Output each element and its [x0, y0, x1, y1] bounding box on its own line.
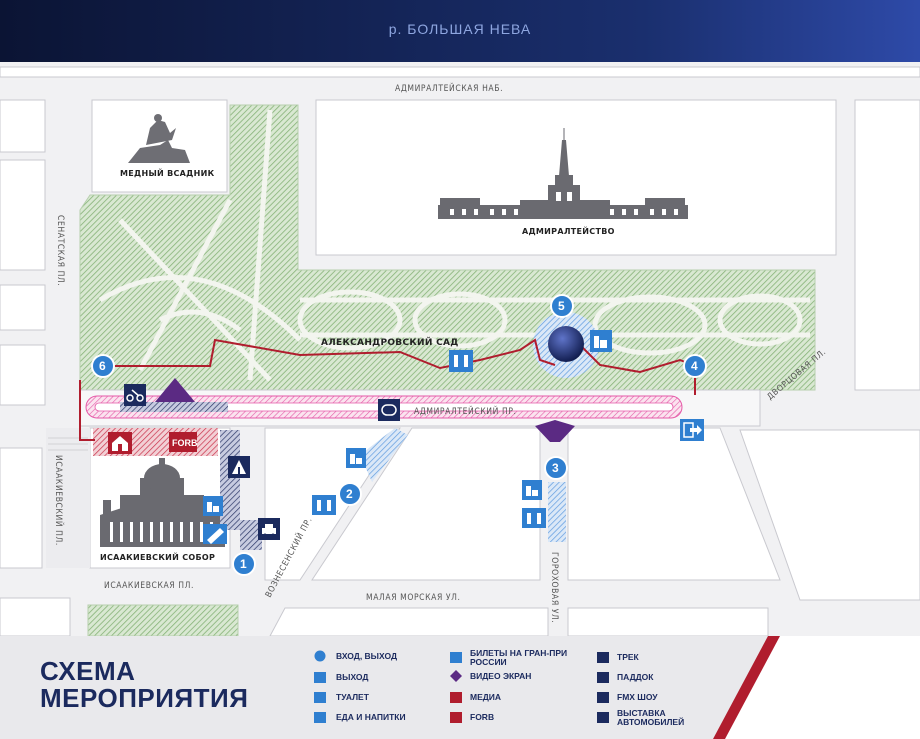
entry-point-6[interactable]: 6 [91, 354, 115, 378]
video-screen-icon [155, 378, 575, 442]
food-icon[interactable] [590, 330, 612, 352]
legend-item-track: ТРЕК [617, 652, 639, 662]
label-admiralty: АДМИРАЛТЕЙСТВО [522, 225, 615, 236]
legend-item-food: ЕДА И НАПИТКИ [336, 712, 406, 722]
block-w1 [0, 99, 46, 153]
svg-text:6: 6 [99, 359, 106, 373]
tickets-icon[interactable] [203, 524, 227, 544]
svg-text:4: 4 [691, 359, 698, 373]
legend-item-paddock: ПАДДОК [617, 672, 654, 682]
entry-point-1[interactable]: 1 [232, 552, 256, 576]
zone-voznesensky [360, 428, 408, 482]
block-w3 [0, 284, 46, 331]
legend-item-forb: FORB [470, 712, 495, 722]
label-senate-sq: СЕНАТСКАЯ ПЛ. [55, 215, 65, 286]
svg-text:FORB: FORB [172, 438, 198, 448]
label-alexander-garden: АЛЕКСАНДРОВСКИЙ САД [321, 336, 459, 348]
exit-icon[interactable] [680, 419, 704, 441]
garden-south [87, 604, 239, 637]
entry-point-3[interactable]: 3 [544, 456, 568, 480]
track-icon[interactable] [378, 399, 400, 421]
block-w4 [0, 344, 46, 406]
bronze-horseman-icon [128, 114, 190, 163]
forb-badge[interactable]: FORB [169, 432, 198, 452]
label-admiralty-emb: АДМИРАЛТЕЙСКАЯ НАБ. [395, 82, 503, 94]
label-isaac-cathedral: ИСААКИЕВСКИЙ СОБОР [100, 551, 215, 562]
entry-point-5[interactable]: 5 [550, 294, 574, 318]
admiralty-block [315, 99, 837, 256]
legend-item-entry-exit: ВХОД, ВЫХОД [336, 651, 398, 661]
block-e2 [739, 429, 920, 601]
block-w5 [0, 447, 43, 569]
food-icon[interactable] [203, 496, 223, 516]
toilet-icon[interactable] [522, 508, 546, 528]
legend-item-car-exhibition: ВЫСТАВКА АВТОМОБИЛЕЙ [617, 708, 685, 727]
block-embankment [0, 66, 920, 78]
legend-title: СХЕМА МЕРОПРИЯТИЯ [40, 656, 249, 713]
paddock-icon[interactable] [228, 456, 250, 478]
svg-text:3: 3 [552, 461, 559, 475]
entry-point-4[interactable]: 4 [683, 354, 707, 378]
legend-item-exit: ВЫХОД [336, 672, 369, 682]
media-icon[interactable] [108, 432, 132, 454]
label-malaya-morskaya: МАЛАЯ МОРСКАЯ УЛ. [366, 593, 461, 603]
block-w2 [0, 159, 46, 271]
isaac-crosswalk [46, 428, 90, 568]
legend-icons [314, 650, 609, 723]
river-label: р. БОЛЬШАЯ НЕВА [388, 21, 532, 37]
legend-item-fmx: FMX ШОУ [617, 692, 658, 702]
food-icon[interactable] [346, 448, 366, 468]
entry-point-2[interactable]: 2 [338, 482, 362, 506]
svg-text:2: 2 [346, 487, 353, 501]
block-gor-e [567, 427, 781, 581]
block-s2 [567, 607, 769, 637]
label-bronze-horseman: МЕДНЫЙ ВСАДНИК [120, 167, 215, 178]
label-gorokhovaya: ГОРОХОВАЯ УЛ. [549, 552, 559, 623]
toilet-icon[interactable] [312, 495, 336, 515]
paddock-zone [220, 430, 240, 530]
food-icon[interactable] [522, 480, 542, 500]
fmx-zone [120, 402, 228, 412]
legend-item-video-screen: ВИДЕО ЭКРАН [470, 671, 532, 681]
block-s1 [269, 607, 549, 637]
label-admiralty-pr: АДМИРАЛТЕЙСКИЙ ПР. [414, 405, 517, 417]
block-w6 [0, 597, 71, 637]
svg-text:1: 1 [240, 557, 247, 571]
car-exhibit-zone [240, 520, 262, 550]
svg-text:5: 5 [558, 299, 565, 313]
legend-item-toilet: ТУАЛЕТ [336, 692, 369, 702]
fmx-show-icon[interactable] [124, 384, 146, 406]
toilet-icon[interactable] [449, 350, 473, 372]
label-isaac-sq-v: ИСААКИЕВСКИЙ ПЛ. [53, 455, 65, 546]
legend-item-tickets: БИЛЕТЫ НА ГРАН-ПРИ РОССИИ [470, 648, 568, 667]
header-bar: р. БОЛЬШАЯ НЕВА [0, 0, 920, 62]
admiralty-icon [438, 128, 688, 219]
block-voz-e [311, 427, 541, 581]
legend-item-media: МЕДИА [470, 692, 502, 702]
video-screen-dome [548, 326, 584, 362]
zone-gorokhovaya [548, 482, 566, 542]
block-e1 [854, 99, 920, 391]
car-exhibition-icon[interactable] [258, 518, 280, 540]
label-isaac-sq-h: ИСААКИЕВСКАЯ ПЛ. [104, 581, 194, 591]
